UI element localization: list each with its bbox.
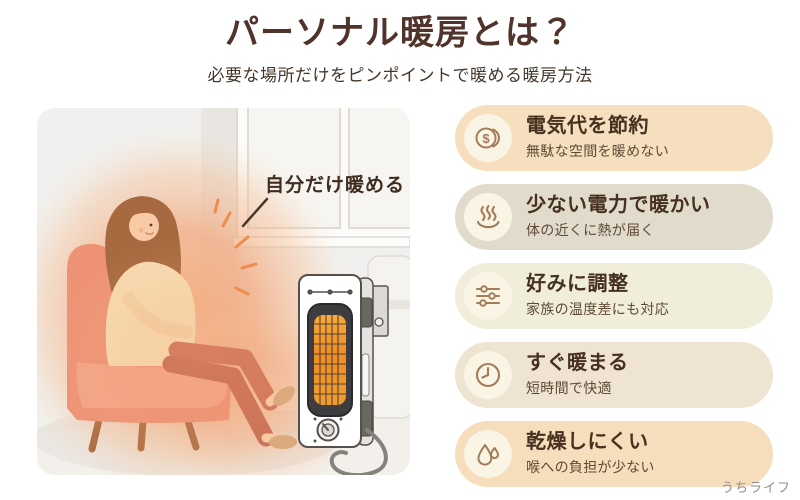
header: パーソナル暖房とは？ 必要な場所だけをピンポイントで暖める暖房方法	[0, 0, 800, 86]
drops-icon	[464, 429, 512, 478]
benefit-title: すぐ暖まる	[526, 351, 629, 374]
benefit-card-low-power: 少ない電力で暖かい 体の近くに熱が届く	[455, 183, 773, 250]
svg-text:$: $	[482, 131, 490, 146]
benefit-title: 乾燥しにくい	[526, 430, 649, 453]
glow-overlay	[47, 237, 347, 475]
steam-icon	[464, 192, 512, 241]
benefits-list: $ 電気代を節約 無駄な空間を暖めない 少ない電力で暖かい 体の近くに熱が届く	[455, 104, 773, 487]
coin-icon: $	[464, 113, 512, 162]
heater-knob	[313, 417, 343, 443]
room-scene	[37, 107, 410, 475]
page-subtitle: 必要な場所だけをピンポイントで暖める暖房方法	[207, 65, 593, 85]
benefit-title: 少ない電力で暖かい	[526, 193, 711, 216]
illustration-callout: 自分だけ暖める	[265, 174, 406, 196]
heat-sparkles	[213, 198, 258, 296]
benefit-title: 好みに調整	[526, 272, 629, 295]
benefit-subtitle: 喉への負担が少ない	[526, 458, 655, 475]
watermark: うちライフ	[720, 480, 791, 495]
illustration-panel: 自分だけ暖める	[37, 107, 410, 475]
benefit-title: 電気代を節約	[526, 114, 649, 137]
heater	[298, 273, 389, 475]
page-title: パーソナル暖房とは？	[225, 14, 575, 52]
benefit-card-less-dry: 乾燥しにくい 喉への負担が少ない	[455, 420, 773, 487]
callout-pointer-line	[241, 197, 269, 228]
benefit-card-adjustable: 好みに調整 家族の温度差にも対応	[455, 262, 773, 329]
benefit-subtitle: 家族の温度差にも対応	[526, 300, 669, 317]
benefit-card-cost-saving: $ 電気代を節約 無駄な空間を暖めない	[455, 104, 773, 171]
sliders-icon	[464, 271, 512, 320]
clock-icon	[464, 350, 512, 399]
benefit-subtitle: 無駄な空間を暖めない	[526, 142, 669, 159]
benefit-card-fast-warm: すぐ暖まる 短時間で快適	[455, 341, 773, 408]
main-content: 自分だけ暖める $ 電気代を節約 無駄な空間を暖めない	[0, 104, 800, 487]
benefit-subtitle: 短時間で快適	[526, 379, 612, 396]
benefit-subtitle: 体の近くに熱が届く	[526, 221, 655, 238]
